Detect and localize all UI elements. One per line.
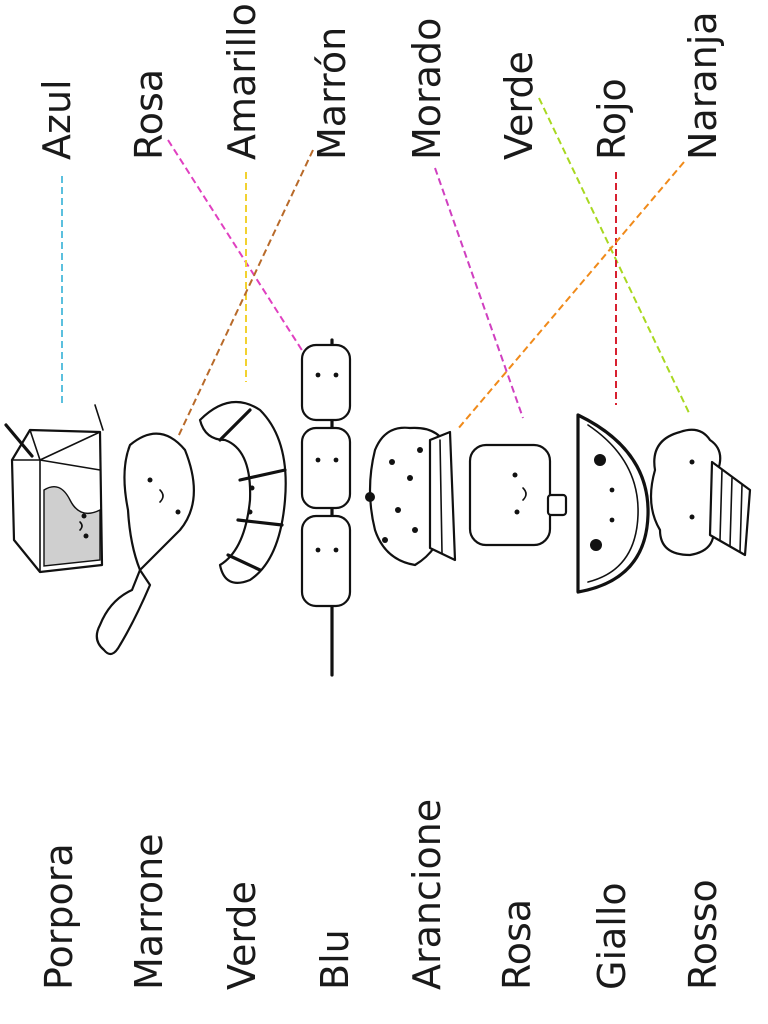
connector-morado [434,167,524,419]
bottom-label: Rosa [495,899,539,990]
bottom-label: Arancione [405,799,449,990]
connector-marron [177,149,314,438]
top-labels: Azul Rosa Amarillo Marrón Morado Verde R… [35,3,725,160]
top-label: Rojo [590,78,634,160]
top-label: Rosa [127,69,171,160]
bottom-label: Blu [313,929,357,990]
bottom-label: Rosso [681,879,725,990]
top-label: Azul [35,79,79,160]
top-label: Marrón [310,27,354,160]
illustrations [4,338,752,677]
connector-verde [538,97,691,416]
top-label: Amarillo [220,3,264,160]
marshmallow-skewer-icon [300,338,352,677]
croissant-icon [198,400,287,584]
popsicle-icon [468,443,568,547]
top-label: Naranja [681,11,725,160]
cupcake-icon [365,426,457,567]
ice-cream-cone-icon [649,428,752,557]
bottom-label: Marrone [127,833,171,990]
bottom-label: Porpora [37,843,81,990]
milk-carton-icon [4,404,104,574]
bottom-label: Giallo [590,882,634,990]
connector-lines [61,97,691,438]
bottom-label: Verde [220,881,264,990]
connector-rosa [167,139,306,356]
chicken-leg-icon [95,432,195,656]
bottom-labels: Porpora Marrone Verde Blu Arancione Rosa… [37,799,725,990]
connector-naranja [456,161,685,431]
watermelon-slice-icon [576,413,650,594]
top-label: Morado [405,18,449,160]
top-label: Verde [497,51,541,160]
